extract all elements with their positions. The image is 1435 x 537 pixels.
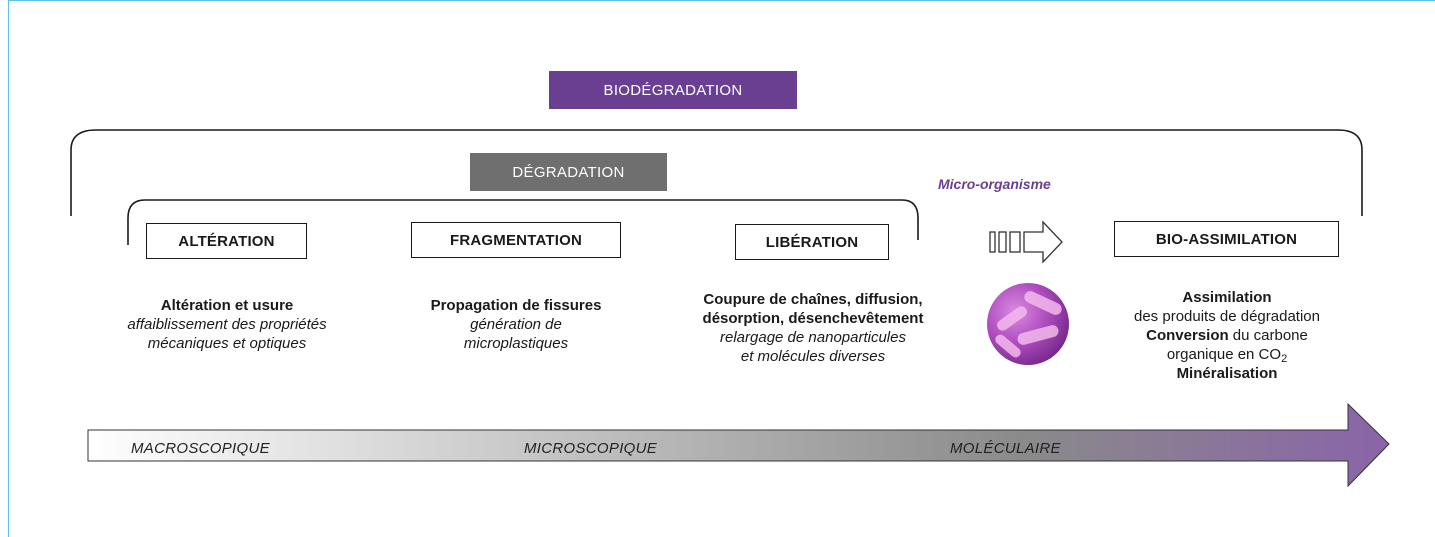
bacteria-icon xyxy=(987,283,1069,365)
fragmentation-line-2: microplastiques xyxy=(463,335,569,352)
microorganism-arrow-icon xyxy=(989,220,1063,264)
frame-top-line xyxy=(8,0,1435,1)
scale-arrow xyxy=(87,402,1390,488)
bioassimilation-line-3: organique en CO2 xyxy=(1098,345,1356,365)
alteration-line-1: affaiblissement des propriétés xyxy=(127,316,327,333)
bioassimilation-line-1: des produits de dégradation xyxy=(1134,308,1320,325)
fragmentation-title: Propagation de fissures xyxy=(430,297,602,314)
degradation-bracket xyxy=(127,199,919,245)
stage-alteration: ALTÉRATION xyxy=(146,223,307,259)
liberation-description: Coupure de chaînes, diffusion, désorptio… xyxy=(668,290,958,366)
bioassimilation-last: Minéralisation xyxy=(1176,365,1278,382)
fragmentation-description: Propagation de fissures génération de mi… xyxy=(392,296,640,353)
bioassimilation-description: Assimilation des produits de dégradation… xyxy=(1098,288,1356,383)
co2-subscript: 2 xyxy=(1281,353,1288,365)
alteration-title: Altération et usure xyxy=(160,297,294,314)
liberation-title-2: désorption, désenchevêtement xyxy=(702,310,924,327)
liberation-line-1: relargage de nanoparticules xyxy=(720,329,906,346)
scale-label-microscopique: MICROSCOPIQUE xyxy=(524,440,658,457)
bioassimilation-line-2: Conversion du carbone xyxy=(1098,326,1356,345)
stage-liberation: LIBÉRATION xyxy=(735,224,889,260)
liberation-title-1: Coupure de chaînes, diffusion, xyxy=(703,291,923,308)
stage-fragmentation: FRAGMENTATION xyxy=(411,222,621,258)
biodegradation-banner: BIODÉGRADATION xyxy=(549,71,797,109)
co2-prefix: organique en CO xyxy=(1166,346,1282,363)
microorganism-label: Micro-organisme xyxy=(938,176,1051,192)
degradation-banner: DÉGRADATION xyxy=(470,153,667,191)
liberation-line-2: et molécules diverses xyxy=(740,348,886,365)
alteration-description: Altération et usure affaiblissement des … xyxy=(86,296,368,353)
conversion-rest: du carbone xyxy=(1228,327,1308,344)
scale-label-macroscopique: MACROSCOPIQUE xyxy=(131,440,270,457)
frame-left-line xyxy=(8,0,9,537)
stage-bio-assimilation: BIO-ASSIMILATION xyxy=(1114,221,1339,257)
bioassimilation-title: Assimilation xyxy=(1182,289,1272,306)
alteration-line-2: mécaniques et optiques xyxy=(147,335,307,352)
conversion-bold: Conversion xyxy=(1146,327,1229,344)
fragmentation-line-1: génération de xyxy=(470,316,562,333)
biodegradation-bracket xyxy=(70,129,1363,216)
scale-label-moleculaire: MOLÉCULAIRE xyxy=(950,440,1061,457)
